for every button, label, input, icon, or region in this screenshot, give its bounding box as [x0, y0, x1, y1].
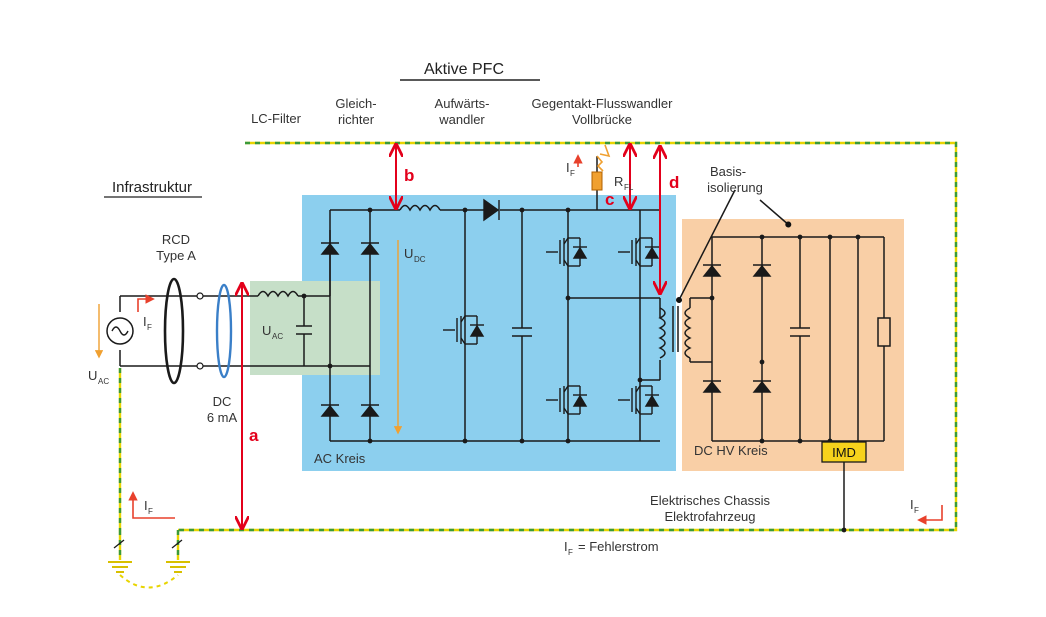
ground-symbol-right	[166, 561, 190, 573]
spark-icon	[596, 155, 604, 172]
dc-label-2: 6 mA	[207, 410, 238, 425]
if-label-left: I	[144, 498, 148, 513]
ac-source-icon	[106, 317, 134, 345]
if-sub-right: F	[914, 506, 919, 515]
rectifier-label-2: richter	[338, 112, 375, 127]
chassis-boundary	[118, 141, 958, 560]
imd-label: IMD	[832, 445, 856, 460]
if-label-right: I	[910, 497, 914, 512]
spark-head-icon	[599, 144, 611, 158]
fault-current-symbol: I	[564, 539, 568, 554]
uac-label: U	[262, 323, 271, 338]
uac-source-sub: AC	[98, 377, 109, 386]
udc-sub: DC	[414, 255, 426, 264]
chassis-label-1: Elektrisches Chassis	[650, 493, 770, 508]
chassis-label-2: Elektrofahrzeug	[664, 509, 755, 524]
dc-label-1: DC	[213, 394, 232, 409]
if-sub-left: F	[148, 507, 153, 516]
measurement-arrows	[242, 146, 660, 527]
marker-a: a	[249, 426, 259, 445]
dc-sensor-ring	[215, 283, 233, 379]
rcd-label-1: RCD	[162, 232, 190, 247]
fault-resistor	[591, 171, 603, 191]
rectifier-label-1: Gleich-	[335, 96, 376, 111]
rcd-label-2: Type A	[156, 248, 196, 263]
ground-loop-arc	[119, 574, 179, 589]
dc-hv-circuit-label: DC HV Kreis	[694, 443, 768, 458]
udc-label: U	[404, 246, 413, 261]
ac-circuit-label: AC Kreis	[314, 451, 366, 466]
basis-label-2: isolierung	[707, 180, 763, 195]
imd-box	[821, 441, 867, 463]
power-switches	[443, 237, 660, 415]
converter-label-1: Gegentakt-Flusswandler	[532, 96, 674, 111]
converter-label-2: Vollbrücke	[572, 112, 632, 127]
if-label-source: I	[143, 314, 147, 329]
switch-symbols	[113, 539, 183, 549]
if-sub-top: F	[570, 169, 575, 178]
rfl-label: R	[614, 174, 623, 189]
pfc-title: Aktive PFC	[424, 61, 504, 78]
infrastructure-title: Infrastruktur	[112, 179, 192, 196]
marker-c: c	[605, 190, 614, 209]
if-label-top: I	[566, 160, 570, 175]
dc-hv-circuit-zone	[682, 219, 904, 471]
marker-d: d	[669, 173, 679, 192]
marker-b: b	[404, 166, 414, 185]
lc-filter-label: LC-Filter	[251, 111, 302, 126]
ground-symbol-left	[108, 561, 132, 573]
rcd-ring	[163, 277, 185, 385]
if-sub-source: F	[147, 323, 152, 332]
uac-source-label: U	[88, 368, 97, 383]
uac-sub: AC	[272, 332, 283, 341]
fault-current-arrows	[128, 154, 943, 525]
fault-current-legend: = Fehlerstrom	[578, 539, 659, 554]
junction-dots	[301, 207, 861, 533]
rfl-sub: FL	[624, 183, 634, 192]
boost-label-2: wandler	[438, 112, 485, 127]
basis-label-1: Basis-	[710, 164, 746, 179]
diodes	[320, 198, 772, 417]
boost-label-1: Aufwärts-	[435, 96, 490, 111]
fault-current-symbol-sub: F	[568, 548, 573, 557]
